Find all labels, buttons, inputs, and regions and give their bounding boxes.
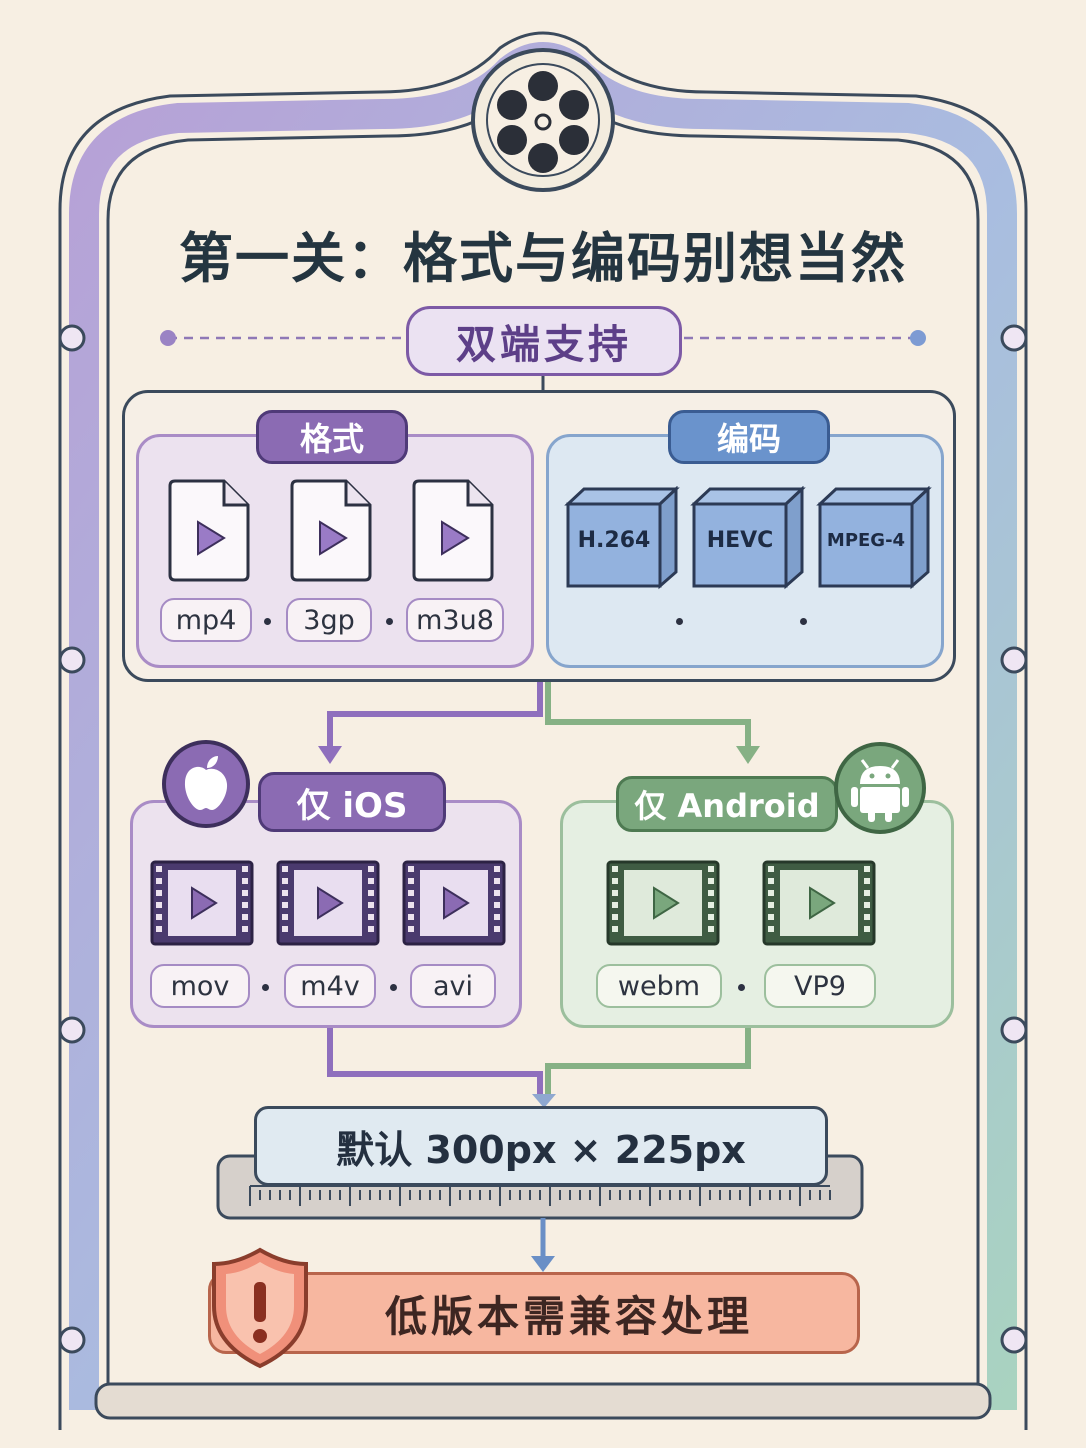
format-tag: mp4	[160, 598, 252, 642]
codec-label: HEVC	[706, 528, 774, 553]
page-title: 第一关：格式与编码别想当然	[179, 227, 907, 290]
film-strip-icon	[150, 860, 254, 946]
android-format-tag: webm	[596, 964, 722, 1008]
format-tag: 3gp	[286, 598, 372, 642]
codec-cube-icon	[816, 486, 932, 590]
codec-cube-icon	[564, 486, 680, 590]
separator-dot	[800, 618, 807, 625]
separator-dot	[264, 618, 271, 625]
separator-dot	[386, 618, 393, 625]
dual-platform-support-label: 双端支持	[406, 306, 682, 376]
android-format-tag: VP9	[764, 964, 876, 1008]
codec-label: H.264	[577, 528, 651, 553]
film-strip-icon	[402, 860, 506, 946]
apple-icon	[162, 740, 250, 828]
separator-dot	[738, 984, 745, 991]
ios-format-tag: avi	[410, 964, 496, 1008]
film-strip-icon	[762, 860, 876, 946]
codecs-header: 编码	[668, 410, 830, 464]
codec-cube-icon	[690, 486, 806, 590]
android-only-header: 仅 Android	[616, 776, 838, 832]
film-strip-icon	[606, 860, 720, 946]
separator-dot	[390, 984, 397, 991]
video-file-icon	[412, 479, 494, 582]
separator-dot	[676, 618, 683, 625]
ios-only-header: 仅 iOS	[258, 772, 446, 832]
ios-format-tag: m4v	[284, 964, 376, 1008]
separator-dot	[262, 984, 269, 991]
film-reel-icon	[471, 48, 615, 192]
video-file-icon	[168, 479, 250, 582]
formats-header: 格式	[256, 410, 408, 464]
compatibility-warning-banner: 低版本需兼容处理	[208, 1272, 860, 1354]
default-size-banner: 默认 300px × 225px	[254, 1106, 828, 1186]
format-tag: m3u8	[406, 598, 504, 642]
ios-format-tag: mov	[150, 964, 250, 1008]
codec-label: MPEG-4	[826, 530, 906, 551]
film-strip-icon	[276, 860, 380, 946]
android-icon	[834, 742, 926, 834]
video-file-icon	[290, 479, 372, 582]
warning-shield-icon	[212, 1247, 308, 1369]
